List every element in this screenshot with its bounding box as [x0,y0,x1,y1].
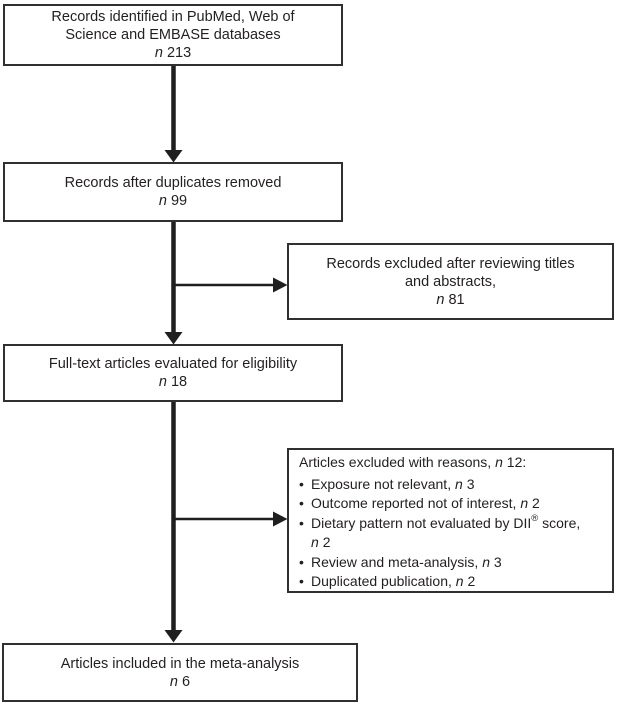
n-label: n [158,193,167,209]
n-value: 6 [182,673,191,690]
n-value: 2 [322,534,331,550]
reason-label: Exposure not relevant, [311,475,452,492]
box-text-line: Full-text articles evaluated for eligibi… [48,356,298,372]
box-records-identified: Records identified in PubMed, Web of Sci… [3,4,343,66]
registered-trademark-icon: ® [531,512,539,524]
reason-text: Dietary pattern not evaluated by DII®sco… [311,514,607,553]
arrow-fulltext-to-included [164,402,183,643]
n-label: n [454,475,463,492]
arrow-branch-excluded-reasons [172,511,288,527]
box-text-line: Records after duplicates removed [64,175,282,191]
n-label: n [455,573,464,589]
n-label: n [520,495,529,511]
n-label: n [169,673,178,690]
reason-label: Dietary pattern not evaluated by DII [311,514,532,531]
arrow-branch-excluded-titles [172,277,288,293]
box-text-line: Articles included in the meta-analysis [60,655,300,672]
n-label: n [154,45,163,61]
n-label: n [482,553,490,570]
n-value: 213 [166,45,192,61]
box-text-line: Records identified in PubMed, Web of [51,9,295,25]
bullet-icon: • [299,495,304,511]
reason-item-dietary-pattern: • Dietary pattern not evaluated by DII®s… [299,514,607,553]
n-value: 12: [506,454,527,470]
n-label: n [495,454,503,470]
reason-label-cont: score, [542,514,581,531]
n-value: 81 [448,291,465,308]
n-label: n [158,374,167,390]
bullet-icon: • [299,573,304,589]
bullet-icon: • [299,553,304,570]
reason-label: Review and meta-analysis, [311,553,479,570]
bullet-icon: • [299,475,304,492]
box-articles-included: Articles included in the meta-analysis n… [2,643,358,702]
box-excluded-titles: Records excluded after reviewing titles … [287,243,614,320]
n-label: n [436,291,445,308]
n-value: 99 [170,193,188,209]
n-value: 2 [467,573,476,589]
box-text-line: Records excluded after reviewing titles [326,255,575,272]
reason-label: Outcome reported not of interest, [311,495,517,511]
n-value: 3 [493,553,502,570]
header-text: Articles excluded with reasons, [299,454,492,470]
arrow-identified-to-duplicates [164,66,183,163]
reason-label: Duplicated publication, [311,573,452,589]
n-value: 3 [466,475,475,492]
bullet-icon: • [299,514,304,531]
box-text-line: and abstracts, [404,273,497,290]
box-text-line: Science and EMBASE databases [65,27,281,43]
box-fulltext-evaluated: Full-text articles evaluated for eligibi… [3,344,343,402]
n-value: 18 [170,374,188,390]
n-value: 2 [532,495,540,511]
n-label: n [311,534,319,550]
arrow-duplicates-to-fulltext [164,222,183,345]
